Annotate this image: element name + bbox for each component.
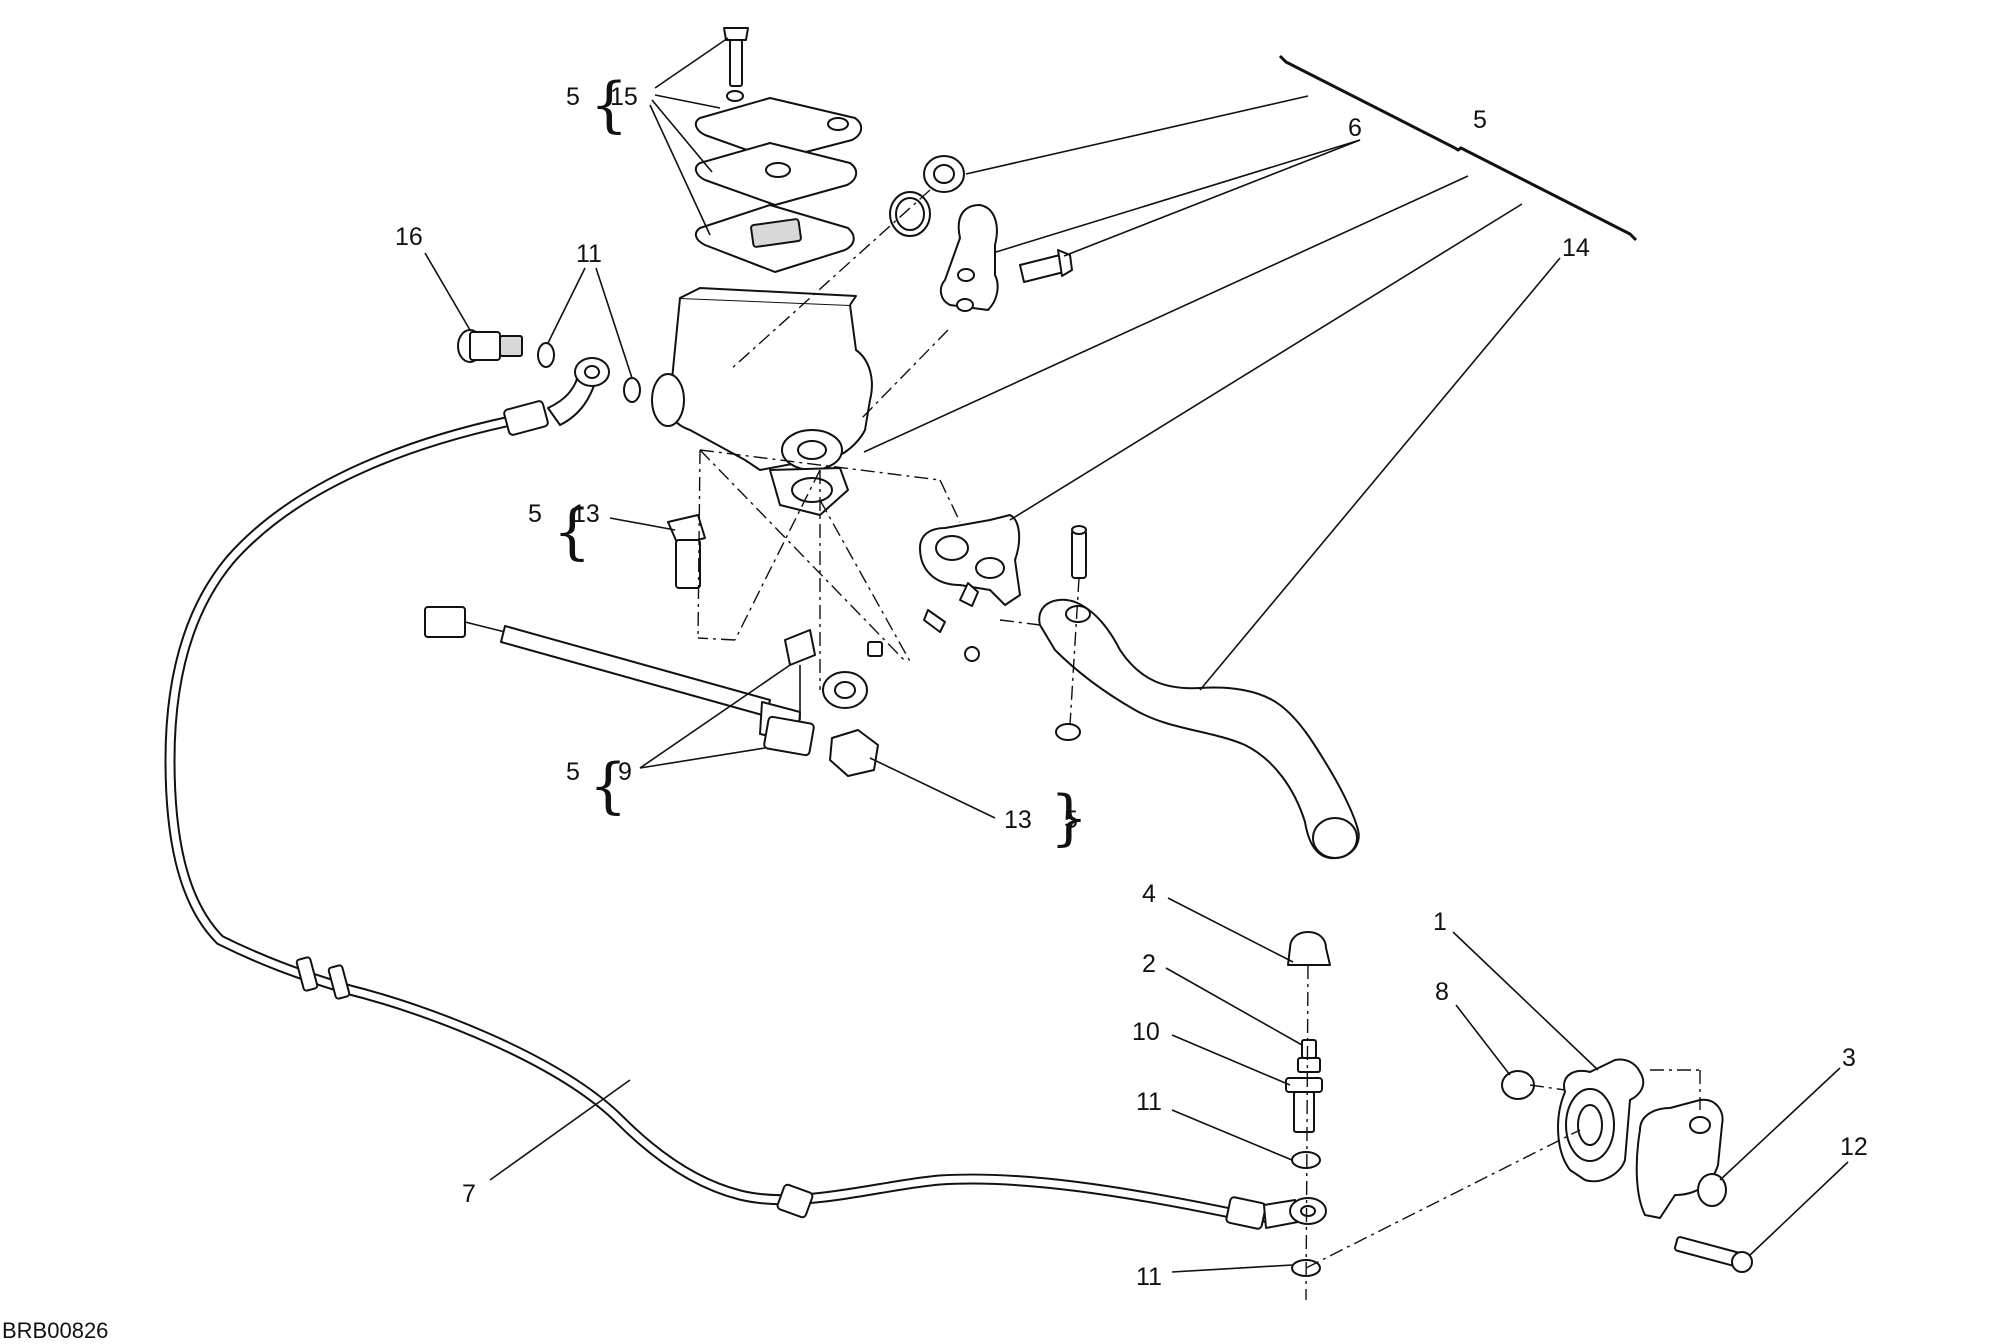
callout-16: 16 [395, 223, 423, 251]
brace-5-15: { [590, 70, 628, 140]
brace-5-9: { [589, 751, 627, 821]
clutch-slave-cylinder [1501, 1058, 1753, 1273]
pivot-bushing-13 [667, 514, 706, 589]
grouping-braces: { { { } [553, 70, 1088, 853]
callout-13-top: 13 [572, 500, 600, 528]
handlebar-clamp-6 [939, 204, 1073, 312]
callout-9: 9 [618, 758, 632, 786]
leader-lines [424, 37, 1849, 1273]
assembly-centerlines [697, 189, 1701, 1301]
reservoir-cover-stack [694, 27, 863, 273]
callout-5-right: 5 [1064, 806, 1078, 834]
drawing-code: BRB00826 [2, 1318, 109, 1343]
callout-14: 14 [1562, 234, 1590, 262]
callout-4: 4 [1142, 880, 1156, 908]
callout-3: 3 [1842, 1044, 1856, 1072]
stop-switch-9 [424, 606, 883, 777]
callout-15: 15 [610, 83, 638, 111]
callout-11: 11 [576, 240, 602, 268]
clutch-lever-14 [923, 525, 1360, 860]
callout-1: 1 [1433, 908, 1447, 936]
brace-13-5: } [1050, 783, 1088, 853]
clutch-hose [164, 357, 1327, 1230]
callout-12: 12 [1840, 1133, 1868, 1161]
master-cylinder-body [651, 287, 873, 516]
callout-11-bottom: 11 [1136, 1263, 1162, 1291]
callout-13-bottom: 13 [1004, 806, 1032, 834]
callout-10: 10 [1132, 1018, 1160, 1046]
callout-7: 7 [462, 1180, 476, 1208]
callout-5: 5 [566, 83, 580, 111]
lever-adjuster-block [919, 514, 1021, 607]
callout-5-left: 5 [528, 500, 542, 528]
callout-6: 6 [1348, 114, 1362, 142]
callout-8: 8 [1435, 978, 1449, 1006]
callout-labels: 5 15 16 11 6 5 14 5 13 5 9 13 5 4 2 10 1… [395, 83, 1868, 1291]
callout-11-mid: 11 [1136, 1088, 1162, 1116]
callout-5-switch: 5 [566, 758, 580, 786]
dust-cap-and-oring [889, 155, 965, 237]
callout-2: 2 [1142, 950, 1156, 978]
brace-5-13: { [553, 497, 591, 567]
callout-5-bracket: 5 [1473, 106, 1487, 134]
bleed-valve-stack [1285, 931, 1331, 1277]
